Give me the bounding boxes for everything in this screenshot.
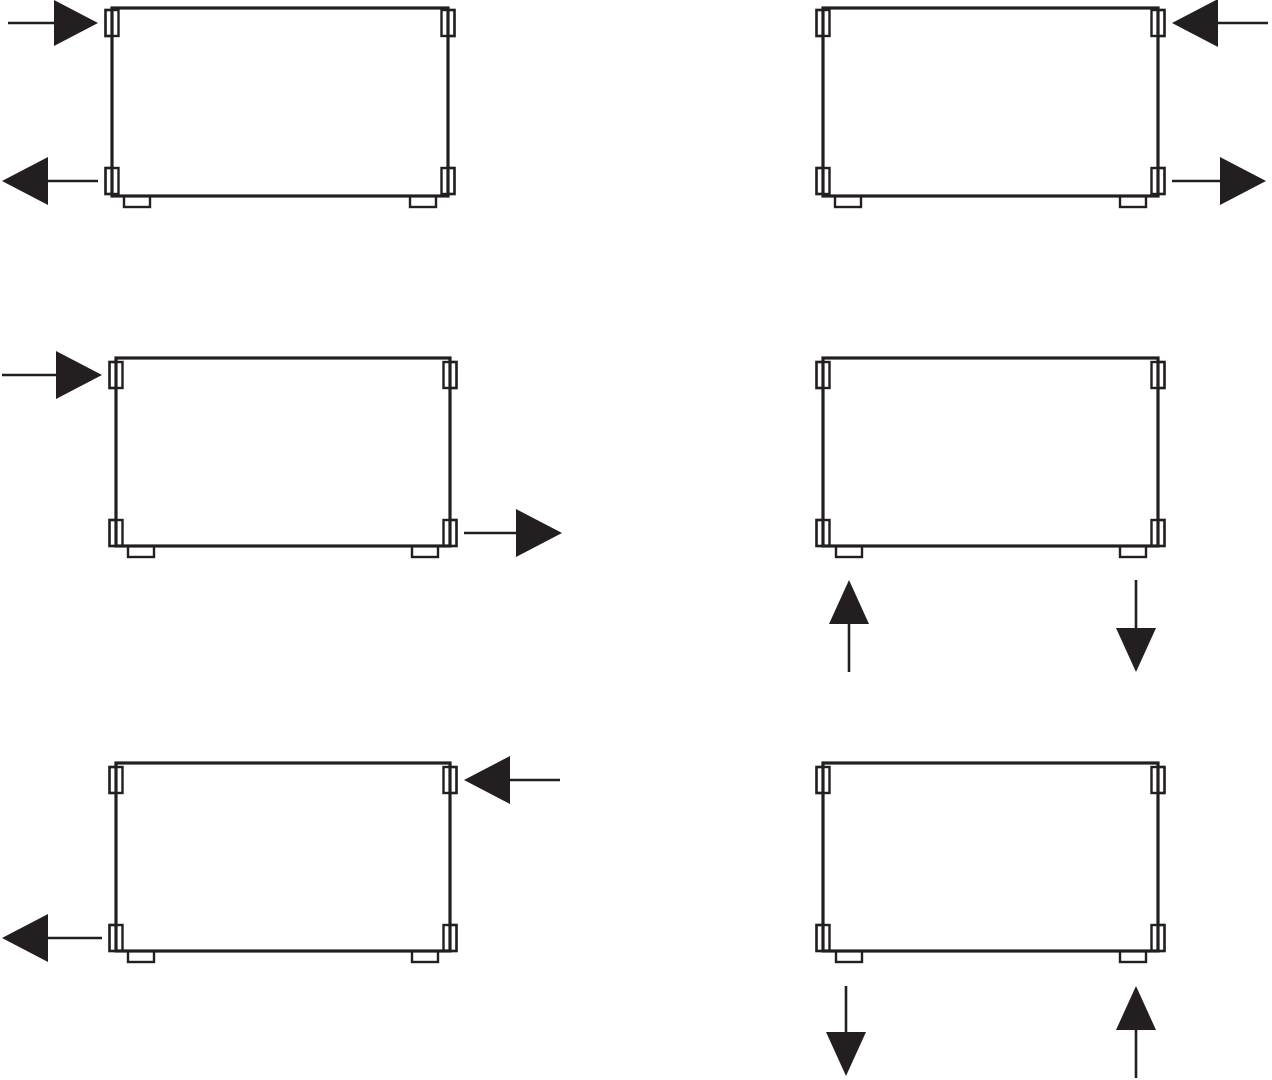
- port-bottom-left-outline-unit-5: [108, 923, 124, 953]
- enclosure-body-unit-4: [821, 356, 1160, 548]
- arrow-inlet-top-right-unit-5: [464, 756, 560, 804]
- arrow-inlet-top-left-head-icon: [56, 351, 102, 399]
- arrow-outlet-bottom-left-head-icon: [2, 914, 48, 962]
- enclosure-unit-5: [2, 756, 560, 964]
- port-top-left-outline-unit-4: [815, 360, 831, 390]
- arrow-inlet-top-left-unit-3: [2, 351, 102, 399]
- arrow-outlet-bottom-right-unit-2: [1172, 157, 1266, 205]
- port-bottom-right-outline-unit-3: [442, 518, 458, 548]
- enclosure-body-unit-5: [114, 761, 452, 953]
- port-bottom-right-outline-unit-4: [1150, 518, 1166, 548]
- arrow-outlet-bottom-left-unit-1: [2, 157, 98, 205]
- port-bottom-left-outline-unit-4: [815, 518, 831, 548]
- foot-right-unit-5: [410, 949, 440, 964]
- port-top-right-outline-unit-5: [442, 765, 458, 795]
- arrow-outlet-bottom-left-head-icon: [2, 157, 48, 205]
- foot-right-unit-2: [1118, 194, 1148, 209]
- enclosure-body-unit-1: [110, 6, 450, 198]
- arrow-outlet-bottom-left-unit-5: [2, 914, 102, 962]
- foot-right-unit-6: [1118, 949, 1148, 964]
- foot-left-unit-2: [833, 194, 863, 209]
- arrow-outlet-bottom-right-unit-4: [1116, 580, 1156, 672]
- arrow-inlet-bottom-right-head-icon: [1116, 986, 1156, 1030]
- port-top-left-outline-unit-6: [815, 765, 831, 795]
- enclosure-unit-6: [815, 761, 1166, 1078]
- port-top-right-outline-unit-1: [440, 8, 456, 38]
- port-top-right-outline-unit-6: [1150, 765, 1166, 795]
- port-bottom-left-outline-unit-3: [108, 518, 124, 548]
- foot-right-unit-1: [408, 194, 438, 209]
- port-bottom-right-outline-unit-2: [1150, 166, 1166, 196]
- port-top-right-outline-unit-2: [1150, 8, 1166, 38]
- enclosure-body-unit-6: [821, 761, 1160, 953]
- foot-left-unit-3: [126, 544, 156, 559]
- enclosure-body-unit-2: [821, 6, 1160, 198]
- arrow-inlet-bottom-right-unit-6: [1116, 986, 1156, 1078]
- arrow-inlet-top-right-unit-2: [1172, 0, 1268, 47]
- arrow-outlet-bottom-left-head-icon: [826, 1032, 866, 1076]
- port-top-right-outline-unit-4: [1150, 360, 1166, 390]
- arrow-inlet-top-right-head-icon: [464, 756, 510, 804]
- enclosure-unit-2: [815, 0, 1268, 209]
- arrow-outlet-bottom-left-unit-6: [826, 986, 866, 1076]
- arrow-inlet-bottom-left-head-icon: [829, 580, 869, 624]
- arrow-inlet-top-right-head-icon: [1172, 0, 1218, 47]
- enclosure-body-unit-3: [114, 356, 452, 548]
- arrow-outlet-bottom-right-unit-3: [464, 509, 562, 557]
- arrow-inlet-top-left-unit-1: [8, 0, 98, 46]
- enclosure-unit-3: [2, 351, 562, 559]
- port-top-right-outline-unit-3: [442, 360, 458, 390]
- port-bottom-right-outline-unit-6: [1150, 923, 1166, 953]
- port-top-left-outline-unit-1: [104, 8, 120, 38]
- enclosure-unit-4: [815, 356, 1166, 672]
- port-bottom-left-outline-unit-2: [815, 166, 831, 196]
- arrow-outlet-bottom-right-head-icon: [1220, 157, 1266, 205]
- port-top-left-outline-unit-2: [815, 8, 831, 38]
- arrow-inlet-bottom-left-unit-4: [829, 580, 869, 672]
- port-bottom-left-outline-unit-6: [815, 923, 831, 953]
- port-bottom-right-outline-unit-1: [440, 166, 456, 196]
- foot-left-unit-4: [834, 544, 864, 559]
- port-top-left-outline-unit-3: [108, 360, 124, 390]
- port-top-left-outline-unit-5: [108, 765, 124, 795]
- port-bottom-right-outline-unit-5: [442, 923, 458, 953]
- foot-left-unit-6: [834, 949, 864, 964]
- foot-right-unit-4: [1118, 544, 1148, 559]
- port-bottom-left-outline-unit-1: [104, 166, 120, 196]
- enclosure-unit-1: [2, 0, 456, 209]
- arrow-inlet-top-left-head-icon: [54, 0, 98, 46]
- arrow-outlet-bottom-right-head-icon: [516, 509, 562, 557]
- foot-right-unit-3: [410, 544, 440, 559]
- foot-left-unit-5: [126, 949, 156, 964]
- arrow-outlet-bottom-right-head-icon: [1116, 628, 1156, 672]
- foot-left-unit-1: [122, 194, 152, 209]
